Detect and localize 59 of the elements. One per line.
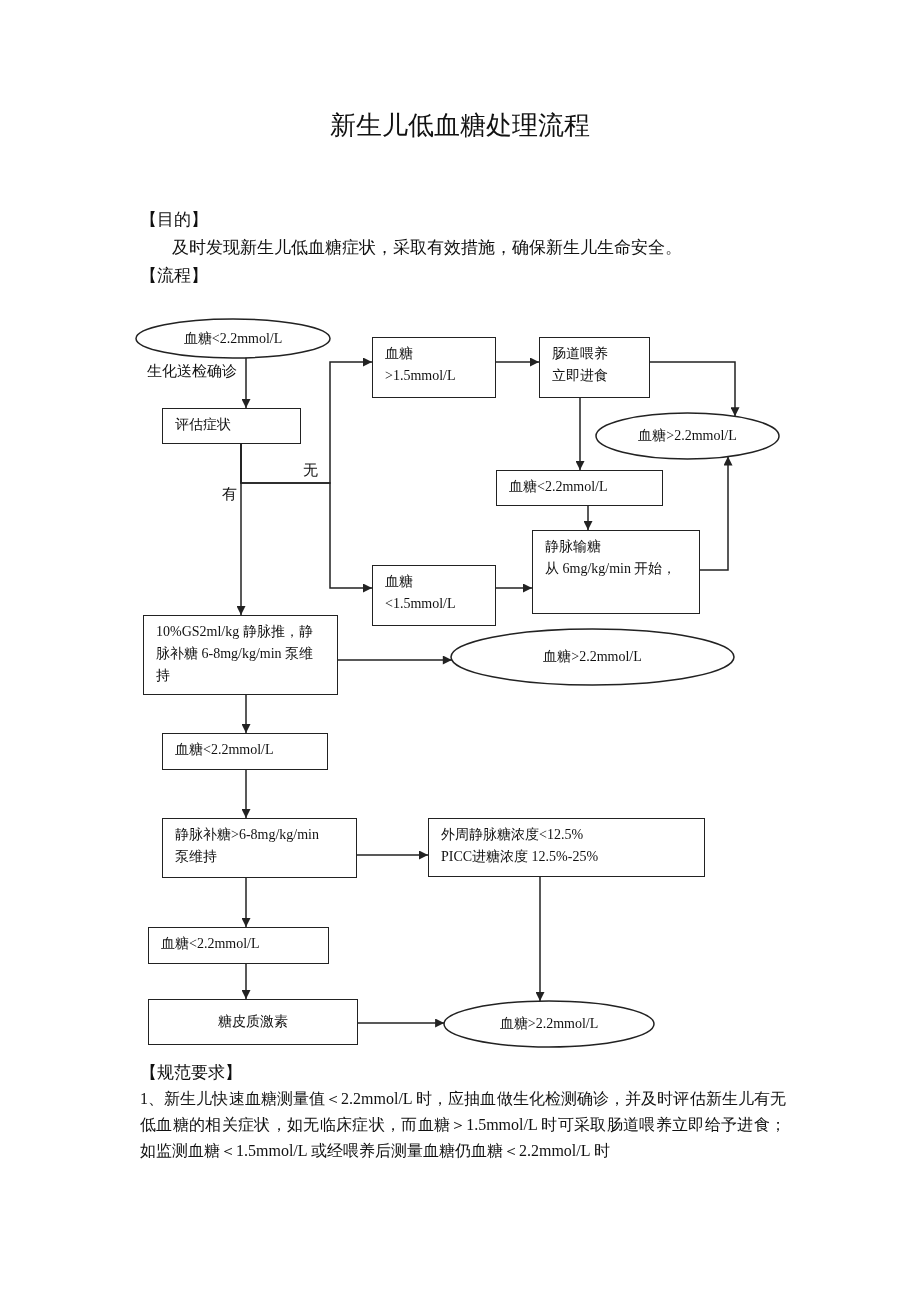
arrow <box>241 769 251 819</box>
process-box <box>148 999 358 1045</box>
terminal-oval <box>135 318 331 359</box>
process-box <box>162 818 357 878</box>
process-box <box>372 565 496 626</box>
process-box <box>532 530 700 614</box>
arrow <box>240 443 373 593</box>
box-text: 血糖<2.2mmol/L <box>183 329 283 348</box>
process-box <box>143 615 338 695</box>
arrow <box>356 850 429 860</box>
box-text: 血糖>1.5mmol/L <box>385 345 457 385</box>
arrow <box>337 655 453 665</box>
arrow <box>649 361 740 418</box>
box-text: 血糖>2.2mmol/L <box>638 427 737 445</box>
box-text: 外周静脉糖浓度<12.5% <box>441 826 584 844</box>
process-box <box>148 927 329 964</box>
box-text: 糖皮质激素 <box>218 1013 288 1031</box>
edge-label: 无 <box>302 461 319 479</box>
paragraph: 1、新生儿快速血糖测量值＜2.2mmol/L 时，应抽血做生化检测确诊，并及时评估新生儿有无低血糖的相关症状，如无临床症状，而血糖＞1.5mmol/L 时可采取肠道喂养立即给予进食；如监测血糖＜1.5mmol/L 或经喂养后测量血糖仍血糖＜2.2mmol/L 时 <box>140 1089 786 1161</box>
terminal-oval <box>450 628 735 686</box>
process-box <box>372 337 496 398</box>
page-title: 新生儿低血糖处理流程 <box>330 110 590 142</box>
terminal-oval <box>595 412 780 460</box>
box-text: 肠道喂养立即进食 <box>552 345 609 385</box>
process-box <box>162 733 328 770</box>
arrow <box>495 357 540 367</box>
box-text: 血糖>2.2mmol/L <box>543 648 642 666</box>
box-text: 血糖>2.2mmol/L <box>499 1015 599 1033</box>
arrow <box>699 455 733 571</box>
terminal-oval <box>443 1000 655 1048</box>
box-text: 评估症状 <box>175 416 231 434</box>
process-box <box>162 408 301 444</box>
box-text: 从 6mg/kg/min 开始， <box>545 560 677 578</box>
box-text: 血糖<2.2mmol/L <box>509 478 608 496</box>
process-box <box>496 470 663 506</box>
paragraph: 及时发现新生儿低血糖症状，采取有效措施，确保新生儿生命安全。 <box>172 237 682 259</box>
box-text: 静脉补糖>6-8mg/kg/min泵维持 <box>175 826 320 866</box>
box-text: PICC进糖浓度 12.5%-25% <box>441 848 599 866</box>
edge-label: 有 <box>221 485 238 503</box>
arrow <box>495 583 533 593</box>
process-box <box>428 818 705 877</box>
arrow <box>241 694 251 734</box>
arrow <box>241 357 251 409</box>
box-text: 血糖<2.2mmol/L <box>161 935 260 953</box>
section-heading: 【目的】 <box>140 209 208 231</box>
box-text: 静脉输糖 <box>545 538 601 556</box>
arrow <box>575 397 585 471</box>
box-text: 10%GS2ml/kg 静脉推，静脉补糖 6-8mg/kg/min 泵维持 <box>156 623 315 685</box>
arrow <box>357 1018 445 1028</box>
arrow <box>241 877 251 928</box>
box-text: 血糖<1.5mmol/L <box>385 573 457 613</box>
box-text: 血糖<2.2mmol/L <box>175 741 274 759</box>
section-heading: 【规范要求】 <box>140 1062 242 1084</box>
section-heading: 【流程】 <box>140 265 208 287</box>
arrow <box>583 505 593 531</box>
arrow <box>241 963 251 1000</box>
process-box <box>539 337 650 398</box>
edge-label: 生化送检确诊 <box>146 362 238 380</box>
arrow <box>535 876 545 1002</box>
